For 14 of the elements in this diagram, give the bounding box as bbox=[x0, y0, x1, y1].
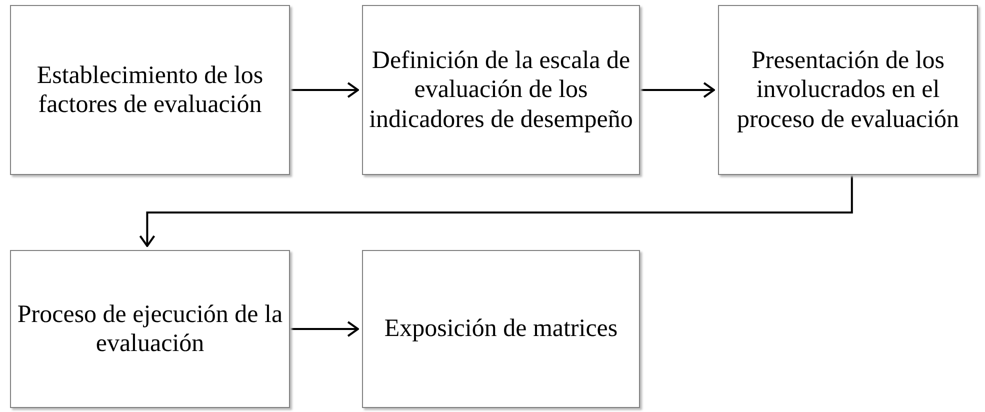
arrow bbox=[640, 82, 715, 98]
process-box bbox=[718, 5, 978, 175]
arrow bbox=[290, 82, 359, 98]
process-box bbox=[362, 250, 640, 408]
step-text: Exposición de matrices bbox=[384, 314, 618, 344]
arrow bbox=[290, 321, 359, 337]
step-text: Establecimiento de los factores de evaluación bbox=[36, 60, 264, 120]
process-box bbox=[10, 250, 290, 408]
step-text: Definición de la escala de evaluación de los indicadores de desempeño bbox=[369, 46, 633, 134]
arrow bbox=[139, 175, 853, 247]
process-box bbox=[10, 5, 290, 175]
process-box bbox=[362, 5, 640, 175]
step-text: Presentación de los involucrados en el proceso de evaluación bbox=[736, 46, 960, 134]
step-text: Proceso de ejecución de la evaluación bbox=[17, 300, 283, 358]
